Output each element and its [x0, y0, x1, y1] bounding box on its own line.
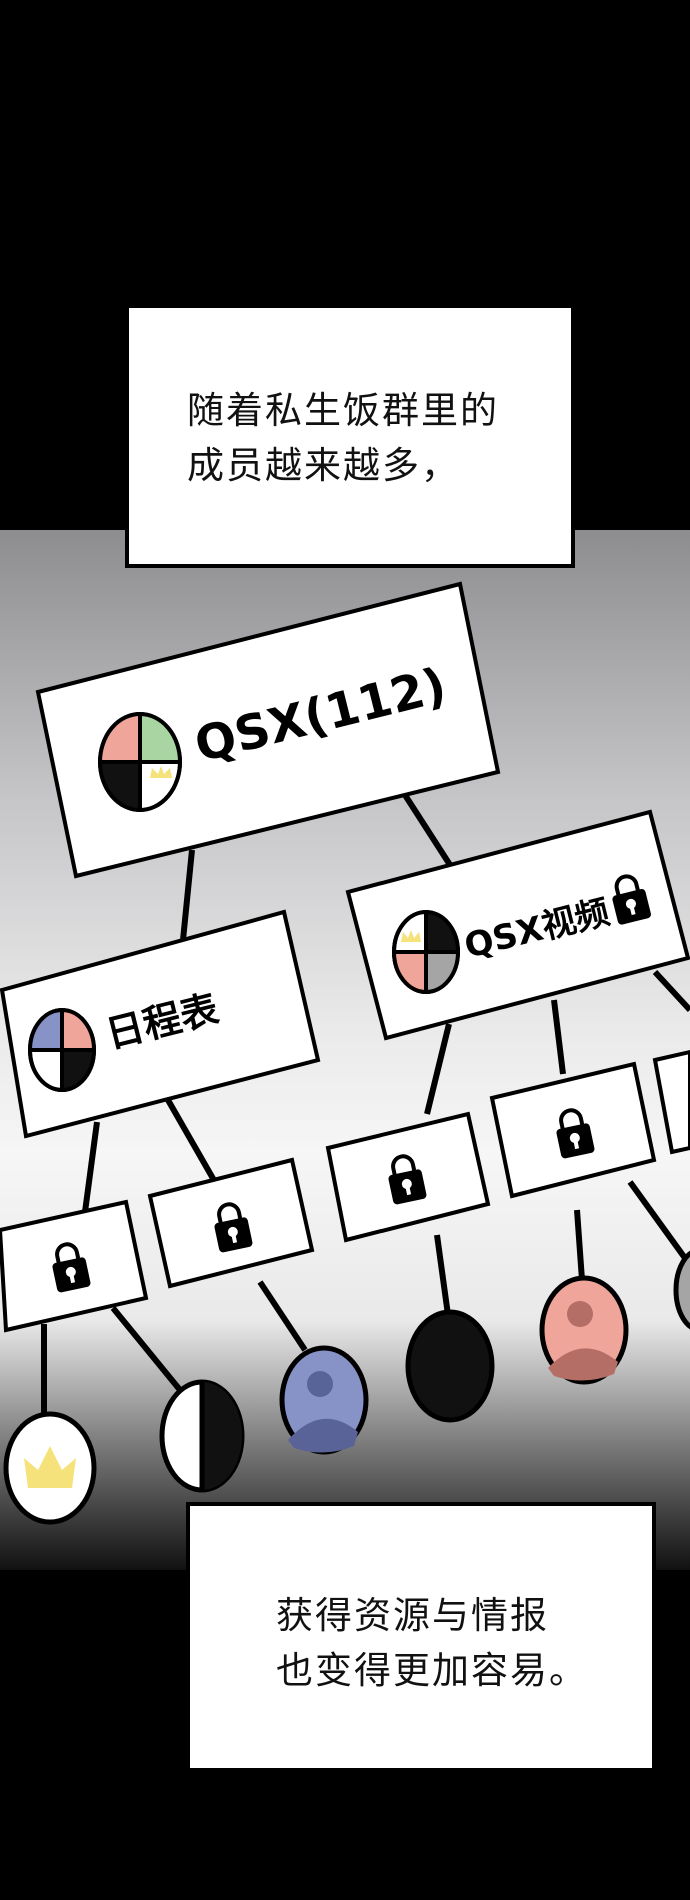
caption-top-line-1: 随着私生饭群里的 — [187, 389, 499, 432]
crown-icon — [24, 1446, 76, 1488]
root-avatar-quad — [98, 712, 182, 812]
caption-bottom: 获得资源与情报 也变得更加容易。 — [186, 1502, 656, 1772]
member-avatar-grey-partial[interactable] — [673, 1250, 690, 1330]
locked-node-2[interactable] — [147, 1157, 315, 1289]
group-node-video[interactable]: QSX视频 — [345, 809, 690, 1041]
schedule-avatar-quad — [28, 1008, 96, 1092]
locked-node-5[interactable] — [652, 1049, 690, 1155]
group-node-schedule[interactable]: 日程表 — [0, 909, 321, 1139]
avatar-icon — [307, 1371, 333, 1397]
crown-icon — [401, 930, 421, 942]
member-avatar-half[interactable] — [159, 1379, 245, 1493]
caption-top-line-2: 成员越来越多， — [187, 444, 460, 487]
member-avatar-black[interactable] — [405, 1309, 495, 1423]
member-avatar-salmon[interactable] — [539, 1275, 629, 1385]
member-avatar-blue[interactable] — [279, 1345, 369, 1455]
group-node-root[interactable]: QSX(112) — [35, 581, 501, 879]
avatar-icon — [567, 1301, 593, 1327]
tree-connectors — [41, 793, 690, 1415]
locked-node-1[interactable] — [0, 1199, 149, 1333]
caption-bottom-line-1: 获得资源与情报 — [276, 1594, 549, 1637]
locked-node-3[interactable] — [325, 1111, 491, 1243]
locked-node-4[interactable] — [489, 1061, 657, 1199]
caption-top: 随着私生饭群里的 成员越来越多， — [125, 304, 575, 568]
member-avatar-crown[interactable] — [3, 1411, 97, 1525]
caption-bottom-line-2: 也变得更加容易。 — [276, 1649, 588, 1692]
crown-icon — [150, 766, 172, 778]
video-avatar-quad — [392, 910, 460, 994]
